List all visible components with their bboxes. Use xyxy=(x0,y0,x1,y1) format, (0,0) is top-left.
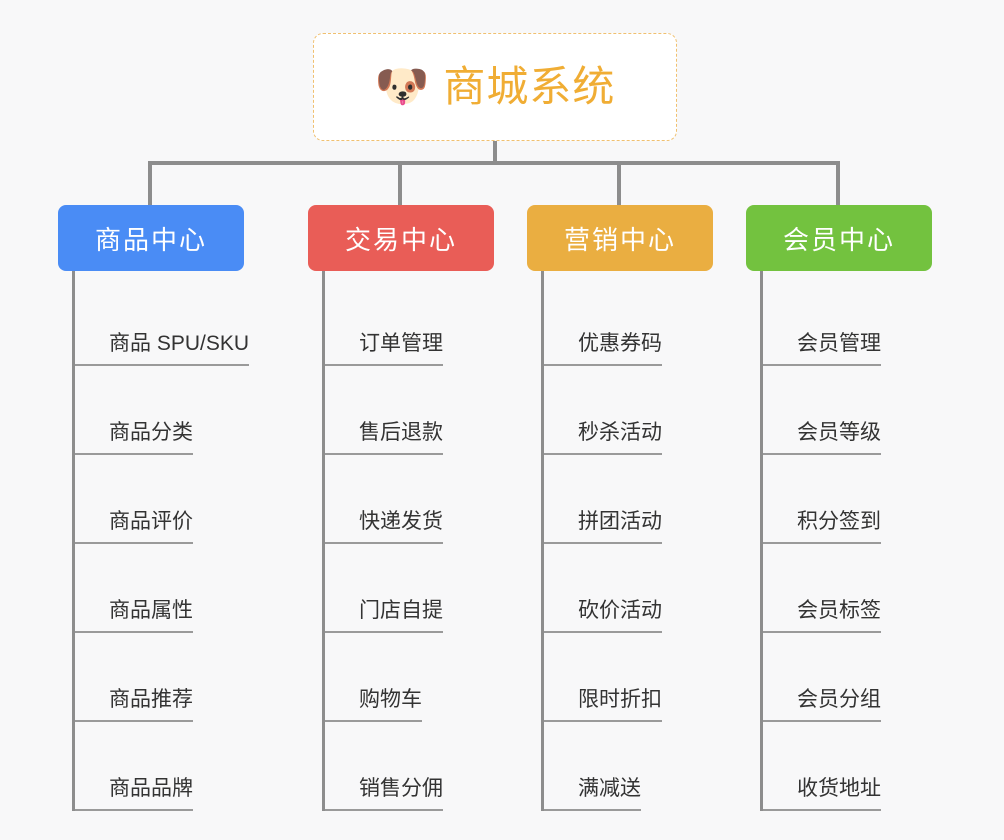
list-item[interactable]: 拼团活动 xyxy=(544,455,713,544)
list-item[interactable]: 会员等级 xyxy=(763,366,932,455)
list-item[interactable]: 优惠券码 xyxy=(544,277,713,366)
list-item[interactable]: 售后退款 xyxy=(325,366,494,455)
category-header-product-center[interactable]: 商品中心 xyxy=(58,205,244,271)
leaf-label: 商品推荐 xyxy=(75,688,193,722)
list-item[interactable]: 商品品牌 xyxy=(75,722,283,811)
leaf-label: 砍价活动 xyxy=(544,599,662,633)
list-item[interactable]: 会员管理 xyxy=(763,277,932,366)
branch-product-center: 商品中心 商品 SPU/SKU 商品分类 商品评价 商品属性 商品推荐 商品品牌 xyxy=(58,205,283,811)
leaf-list-product-center: 商品 SPU/SKU 商品分类 商品评价 商品属性 商品推荐 商品品牌 xyxy=(72,271,283,811)
list-item[interactable]: 商品推荐 xyxy=(75,633,283,722)
list-item[interactable]: 购物车 xyxy=(325,633,494,722)
list-item[interactable]: 限时折扣 xyxy=(544,633,713,722)
list-item[interactable]: 快递发货 xyxy=(325,455,494,544)
root-title: 商城系统 xyxy=(443,63,616,110)
category-label: 交易中心 xyxy=(344,224,457,255)
list-item[interactable]: 积分签到 xyxy=(763,455,932,544)
leaf-label: 销售分佣 xyxy=(325,777,443,811)
leaf-list-marketing-center: 优惠券码 秒杀活动 拼团活动 砍价活动 限时折扣 满减送 xyxy=(541,271,713,811)
connector-drop-3 xyxy=(617,161,621,205)
connector-drop-4 xyxy=(836,161,840,205)
leaf-label: 商品属性 xyxy=(75,599,193,633)
list-item[interactable]: 满减送 xyxy=(544,722,713,811)
branch-trade-center: 交易中心 订单管理 售后退款 快递发货 门店自提 购物车 销售分佣 xyxy=(308,205,494,811)
list-item[interactable]: 会员分组 xyxy=(763,633,932,722)
leaf-label: 售后退款 xyxy=(325,421,443,455)
connector-root-stem xyxy=(493,141,497,163)
leaf-label: 快递发货 xyxy=(325,510,443,544)
list-item[interactable]: 会员标签 xyxy=(763,544,932,633)
list-item[interactable]: 门店自提 xyxy=(325,544,494,633)
branch-marketing-center: 营销中心 优惠券码 秒杀活动 拼团活动 砍价活动 限时折扣 满减送 xyxy=(527,205,713,811)
leaf-label: 秒杀活动 xyxy=(544,421,662,455)
leaf-label: 订单管理 xyxy=(325,332,443,366)
category-label: 商品中心 xyxy=(94,224,207,255)
leaf-label: 优惠券码 xyxy=(544,332,662,366)
leaf-label: 会员标签 xyxy=(763,599,881,633)
leaf-label: 会员等级 xyxy=(763,421,881,455)
list-item[interactable]: 商品 SPU/SKU xyxy=(75,277,283,366)
category-header-trade-center[interactable]: 交易中心 xyxy=(308,205,494,271)
connector-drop-1 xyxy=(148,161,152,205)
leaf-label: 限时折扣 xyxy=(544,688,662,722)
leaf-label: 商品分类 xyxy=(75,421,193,455)
branch-member-center: 会员中心 会员管理 会员等级 积分签到 会员标签 会员分组 收货地址 xyxy=(746,205,932,811)
leaf-label: 会员管理 xyxy=(763,332,881,366)
leaf-label: 购物车 xyxy=(325,688,422,722)
list-item[interactable]: 收货地址 xyxy=(763,722,932,811)
list-item[interactable]: 砍价活动 xyxy=(544,544,713,633)
list-item[interactable]: 商品评价 xyxy=(75,455,283,544)
leaf-label: 商品评价 xyxy=(75,510,193,544)
category-label: 营销中心 xyxy=(563,224,676,255)
connector-bus xyxy=(150,161,840,165)
leaf-label: 拼团活动 xyxy=(544,510,662,544)
list-item[interactable]: 商品属性 xyxy=(75,544,283,633)
root-node[interactable]: 🐶 商城系统 xyxy=(313,33,677,141)
leaf-label: 商品品牌 xyxy=(75,777,193,811)
leaf-label: 收货地址 xyxy=(763,777,881,811)
list-item[interactable]: 秒杀活动 xyxy=(544,366,713,455)
leaf-label: 积分签到 xyxy=(763,510,881,544)
category-label: 会员中心 xyxy=(782,224,895,255)
dog-face-icon: 🐶 xyxy=(374,62,430,111)
leaf-label: 满减送 xyxy=(544,777,641,811)
leaf-list-member-center: 会员管理 会员等级 积分签到 会员标签 会员分组 收货地址 xyxy=(760,271,932,811)
category-header-marketing-center[interactable]: 营销中心 xyxy=(527,205,713,271)
list-item[interactable]: 销售分佣 xyxy=(325,722,494,811)
category-header-member-center[interactable]: 会员中心 xyxy=(746,205,932,271)
leaf-list-trade-center: 订单管理 售后退款 快递发货 门店自提 购物车 销售分佣 xyxy=(322,271,494,811)
leaf-label: 门店自提 xyxy=(325,599,443,633)
connector-drop-2 xyxy=(398,161,402,205)
list-item[interactable]: 商品分类 xyxy=(75,366,283,455)
leaf-label: 商品 SPU/SKU xyxy=(75,332,250,366)
list-item[interactable]: 订单管理 xyxy=(325,277,494,366)
leaf-label: 会员分组 xyxy=(763,688,881,722)
